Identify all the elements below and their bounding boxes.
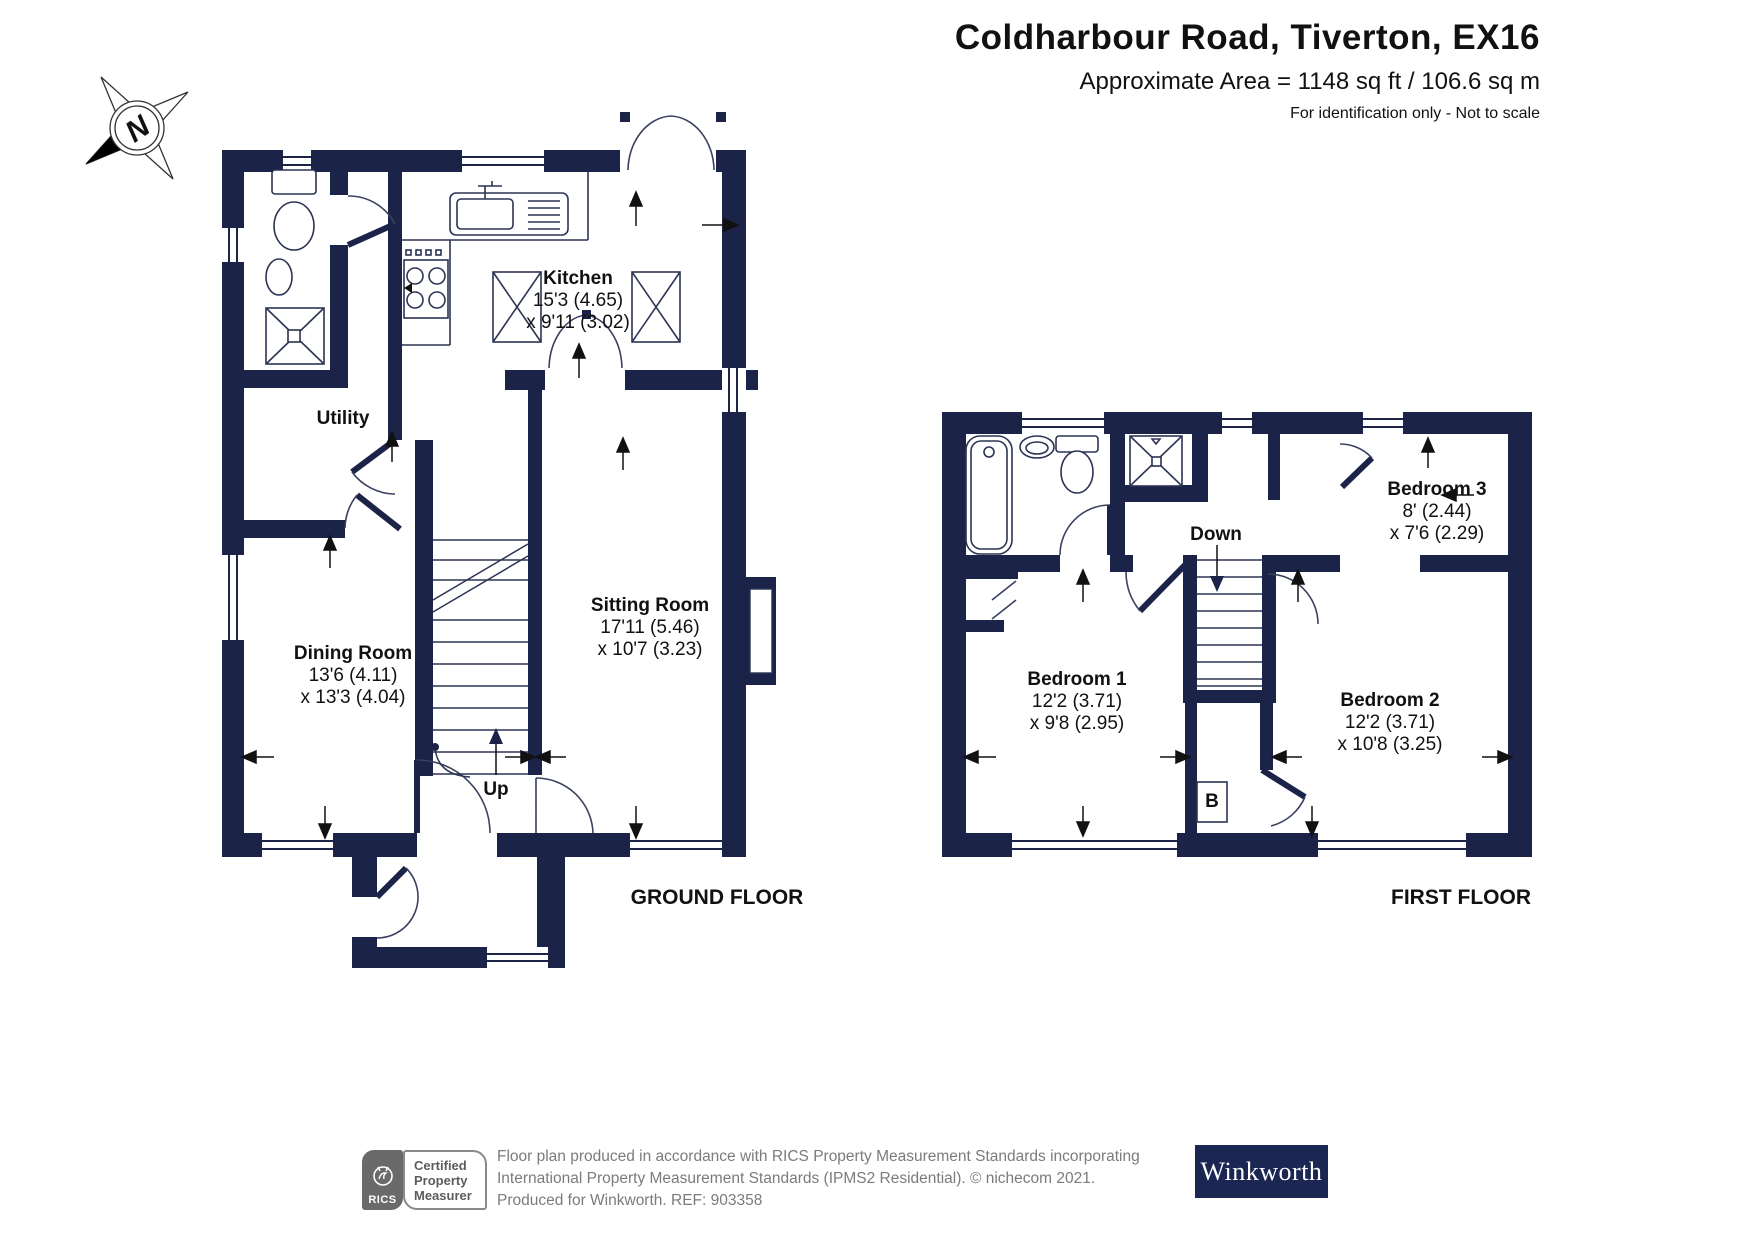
disclaimer-text: Floor plan produced in accordance with R… [497, 1148, 1140, 1209]
stairs-up-label: Up [483, 779, 509, 800]
room-label-dining: Dining Room 13'6 (4.11) x 13'3 (4.04) [293, 643, 413, 708]
rics-brand: RICS [368, 1194, 397, 1206]
bathroom-toilet [1055, 435, 1099, 494]
room-label-bedroom1: Bedroom 1 12'2 (3.71) x 9'8 (2.95) [1027, 669, 1127, 734]
first-floor-label: FIRST FLOOR [1391, 886, 1531, 909]
stairs-up-arrowhead [489, 728, 503, 744]
fireplace [749, 588, 773, 674]
window-lines [228, 156, 1466, 962]
stairs-down-label: Down [1190, 524, 1242, 545]
stairs-up [431, 539, 529, 778]
header: Coldharbour Road, Tiverton, EX16 Approxi… [955, 18, 1540, 123]
measure-arrows [240, 190, 1514, 840]
wc-sink [265, 258, 293, 296]
room-label-utility: Utility [316, 408, 370, 429]
room-label-bedroom2: Bedroom 2 12'2 (3.71) x 10'8 (3.25) [1337, 690, 1443, 755]
page-title: Coldharbour Road, Tiverton, EX16 [954, 18, 1540, 57]
bathroom-sink [1019, 435, 1055, 459]
wall-openings [222, 150, 1466, 968]
room-label-kitchen: Kitchen 15'3 (4.65) x 9'11 (3.02) [526, 268, 630, 333]
boiler-box [1196, 781, 1228, 823]
identification-note: For identification only - Not to scale [1290, 105, 1540, 122]
approximate-area: Approximate Area = 1148 sq ft / 106.6 sq… [1079, 68, 1541, 95]
shower-cubicle [1129, 435, 1183, 487]
french-door-posts [582, 310, 591, 319]
door-leaves [346, 221, 1375, 900]
kitchen-skylight-left [492, 271, 542, 343]
kitchen-skylight-right [631, 271, 681, 343]
rics-logo: RICS [362, 1150, 403, 1210]
kitchen-counter [402, 172, 589, 346]
room-label-bedroom3: Bedroom 3 8' (2.44) x 7'6 (2.29) [1387, 479, 1487, 544]
wc-shower [265, 307, 325, 365]
kitchen-sink [449, 181, 569, 236]
rics-lion-icon [372, 1166, 393, 1186]
bath [965, 435, 1013, 555]
wc-toilet [271, 169, 317, 251]
room-label-sitting: Sitting Room 17'11 (5.46) x 10'7 (3.23) [590, 595, 710, 660]
ground-floor-label: GROUND FLOOR [630, 886, 804, 909]
certified-property-measurer-badge: Certified Property Measurer [403, 1150, 487, 1210]
boiler-label: B [1205, 791, 1219, 812]
stairs-down [1197, 545, 1262, 687]
door-arcs [344, 115, 1373, 939]
kitchen-hob [403, 249, 449, 319]
winkworth-logo: Winkworth [1195, 1145, 1328, 1198]
compass: N [85, 76, 189, 180]
stairs-down-arrowhead [1210, 576, 1224, 592]
